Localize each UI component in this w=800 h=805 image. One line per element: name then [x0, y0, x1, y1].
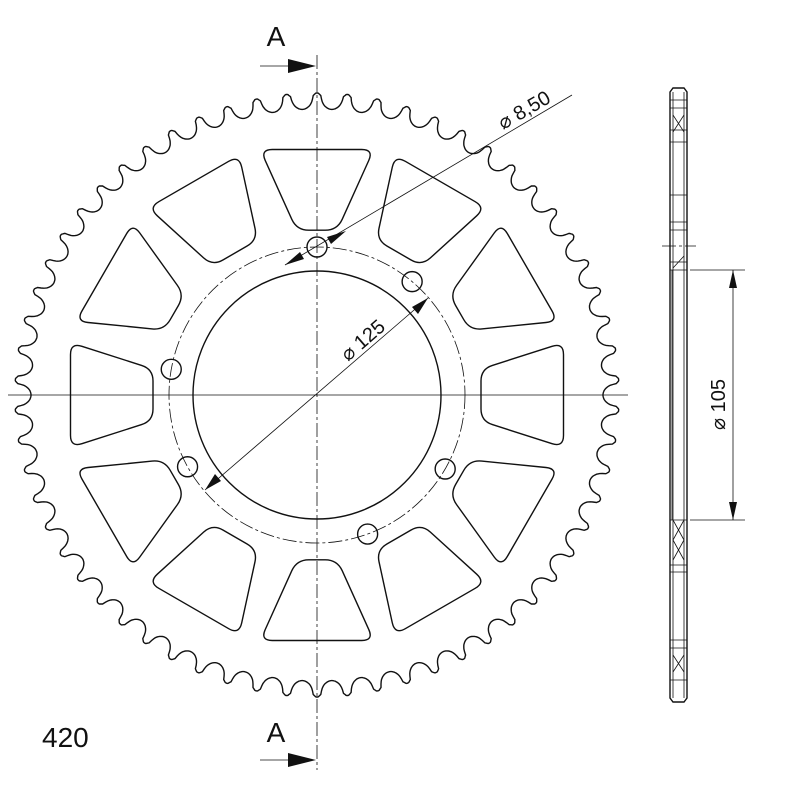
bolt-hole: [356, 523, 379, 545]
hole-dim-arrow-icon: [285, 252, 304, 265]
bolt-dim-arrow-icon: [205, 474, 221, 490]
section-arrow-bottom-icon: [288, 753, 316, 767]
side-view: ⌀ 105: [662, 87, 745, 703]
lightening-windows: [69, 148, 565, 642]
pitch-label: 420: [42, 722, 89, 753]
front-view: A A 420 ⌀ 8,50 ⌀ 125: [8, 21, 628, 770]
side-profile-outline: [669, 87, 688, 703]
section-arrow-top-icon: [288, 59, 316, 73]
window-cutout: [79, 227, 182, 330]
window-cutout: [69, 344, 154, 446]
window-cutout: [452, 460, 555, 563]
bolt-hole: [434, 458, 456, 480]
section-label-top: A: [267, 21, 286, 52]
window-cutout: [377, 158, 482, 264]
section-label-bottom: A: [267, 717, 286, 748]
bore-diameter-label: ⌀ 105: [708, 379, 730, 430]
bolt-hole: [160, 358, 182, 381]
bolt-hole: [401, 270, 423, 293]
bore-dim-arrow-icon: [729, 502, 737, 520]
window-cutout: [452, 227, 555, 330]
window-cutout: [79, 460, 182, 563]
hole-dim-arrow-icon: [327, 231, 346, 244]
bolt-hole: [176, 456, 199, 478]
window-cutout: [480, 344, 565, 446]
bolt-holes: [160, 236, 456, 545]
window-cutout: [152, 526, 257, 632]
window-cutout: [263, 148, 371, 231]
window-cutout: [263, 559, 371, 642]
bore-dim-arrow-icon: [729, 270, 737, 288]
window-cutout: [152, 158, 257, 264]
bolt-circle-dimension-line: [204, 297, 429, 491]
window-cutout: [377, 526, 482, 632]
hole-diameter-label: ⌀ 8,50: [495, 87, 555, 134]
bolt-dim-arrow-icon: [412, 298, 428, 314]
side-hatch-marks: [670, 99, 687, 681]
bolt-circle-diameter-label: ⌀ 125: [337, 316, 390, 366]
